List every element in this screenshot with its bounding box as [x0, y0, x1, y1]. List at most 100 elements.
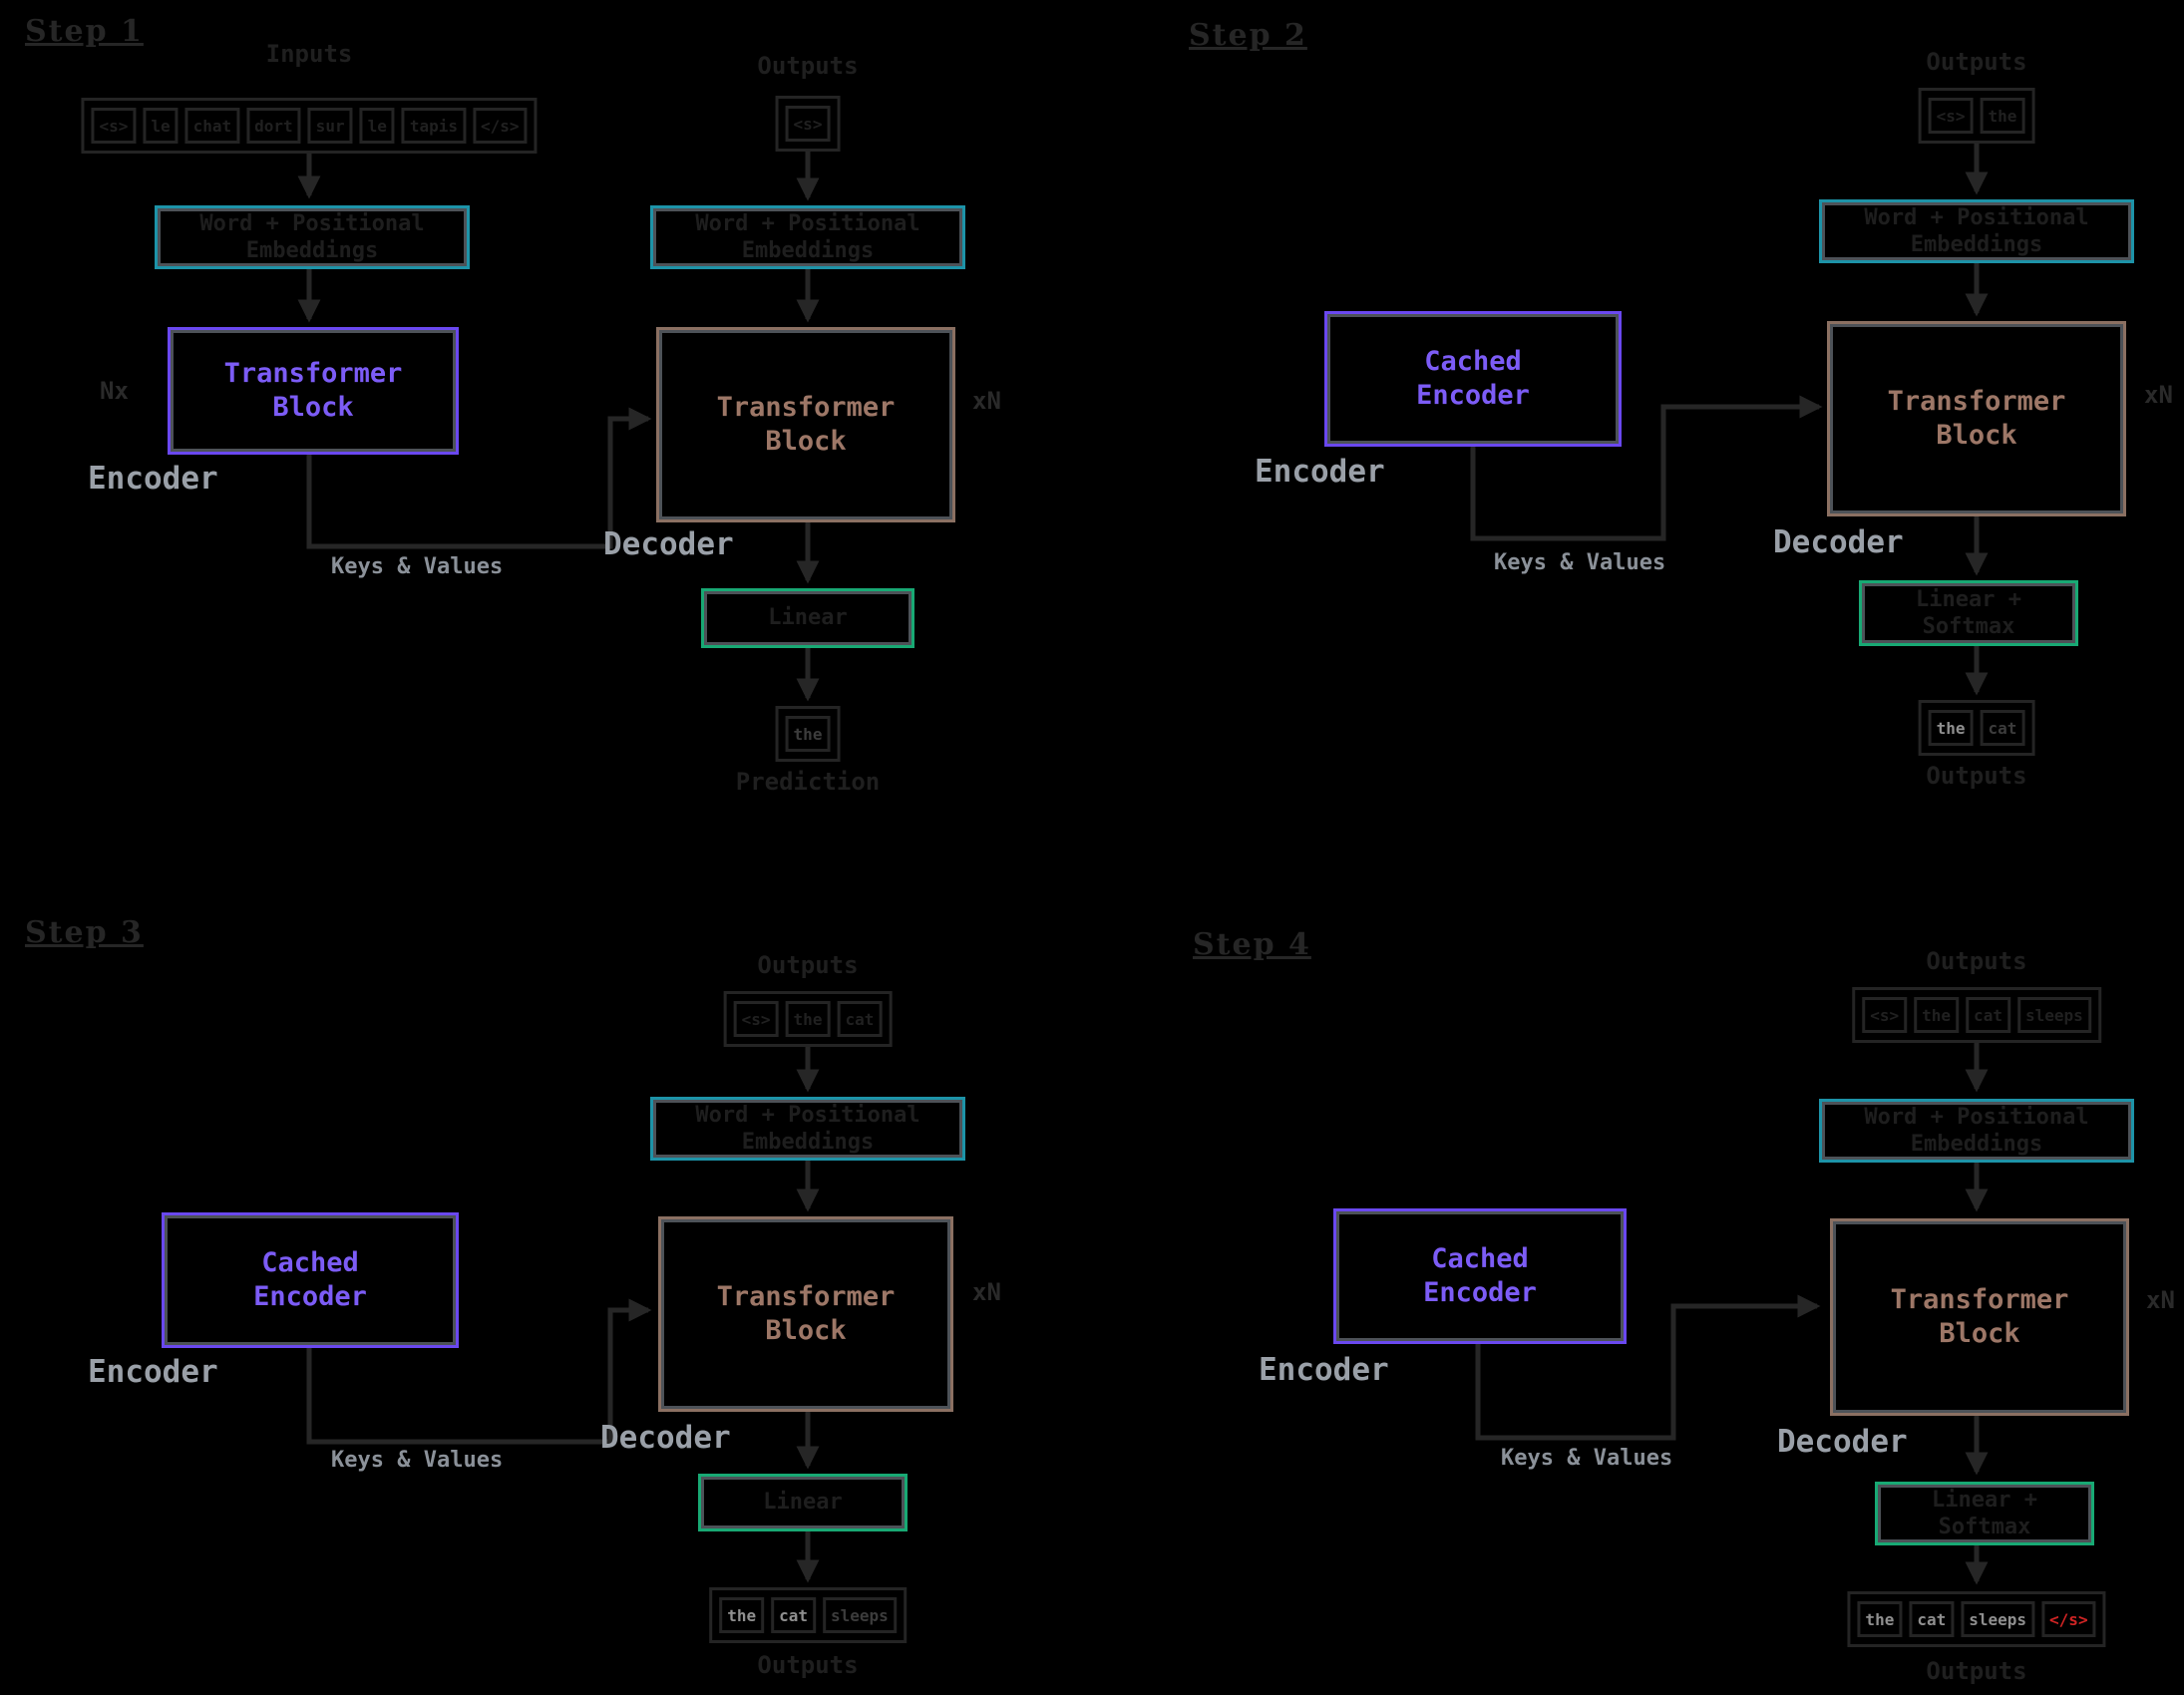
step1-decoder-embedding-box: Word + Positional Embeddings: [650, 205, 965, 269]
step1-decoder-mult-label: xN: [972, 387, 1001, 415]
input-token: le: [359, 108, 395, 144]
encoder-block-line2: Encoder: [253, 1281, 367, 1312]
head-label-line2: Softmax: [1922, 614, 2015, 639]
head-label-line2: Softmax: [1938, 1515, 2031, 1539]
step3-encoder-block-box: Cached Encoder: [162, 1212, 459, 1348]
step4-encoder-block-box: Cached Encoder: [1333, 1208, 1627, 1344]
encoder-block-line1: Transformer: [223, 358, 403, 390]
step1-encoder-block-box: Transformer Block: [168, 327, 459, 455]
encoder-block-line1: Cached: [261, 1247, 359, 1279]
step4-title: Step 4: [1193, 927, 1311, 962]
step4-decoder-mult-label: xN: [2146, 1286, 2175, 1314]
output-context-token: the: [1914, 997, 1960, 1033]
output-context-token: <s>: [785, 106, 831, 142]
step1-outputs-label: Outputs: [757, 52, 859, 80]
decoder-block-line1: Transformer: [716, 392, 896, 424]
step1-bottom-token-strip: the: [775, 706, 841, 762]
predicted-token: cat: [1909, 1601, 1955, 1637]
output-context-token: the: [785, 1001, 831, 1037]
step4-kv-label: Keys & Values: [1501, 1446, 1673, 1471]
step2-head-box: Linear + Softmax: [1859, 580, 2078, 646]
step2-encoder-block-box: Cached Encoder: [1324, 311, 1622, 447]
step1-top-token-strip: <s>: [775, 96, 841, 152]
input-token: <s>: [91, 108, 137, 144]
input-token: sur: [307, 108, 353, 144]
step1-encoder-mult-label: Nx: [100, 377, 129, 405]
input-token: </s>: [473, 108, 528, 144]
encoder-block-line1: Cached: [1424, 346, 1522, 378]
step1-bottom-label: Prediction: [735, 768, 881, 796]
encoder-block-line2: Block: [272, 392, 354, 423]
step2-decoder-mult-label: xN: [2144, 381, 2173, 409]
step2-kv-label: Keys & Values: [1494, 550, 1666, 575]
step4-bottom-label: Outputs: [1926, 1657, 2027, 1685]
step4-outputs-label: Outputs: [1926, 947, 2027, 975]
step3-decoder-block-box: Transformer Block: [658, 1216, 953, 1412]
step4-decoder-caption: Decoder: [1777, 1424, 1908, 1460]
step2-encoder-caption: Encoder: [1255, 454, 1385, 490]
step4-head-box: Linear + Softmax: [1875, 1482, 2094, 1545]
head-label-line1: Linear +: [1916, 586, 2021, 612]
decoder-block-line2: Block: [1936, 420, 2017, 451]
step2-bottom-label: Outputs: [1926, 762, 2027, 790]
step3-kv-label: Keys & Values: [331, 1448, 504, 1473]
embedding-label-line1: Word + Positional: [695, 1102, 920, 1128]
input-token: tapis: [401, 108, 467, 144]
predicted-token: the: [1928, 710, 1974, 746]
output-context-token: <s>: [1862, 997, 1908, 1033]
embedding-label-line2: Embeddings: [245, 238, 379, 263]
embedding-label-line2: Embeddings: [1910, 1132, 2043, 1157]
decoder-block-line2: Block: [1939, 1318, 2020, 1349]
output-context-token: <s>: [1928, 98, 1974, 134]
encoder-block-line2: Encoder: [1416, 380, 1530, 411]
predicted-token: cat: [1980, 710, 2025, 746]
step3-encoder-caption: Encoder: [88, 1354, 218, 1390]
embedding-label-line1: Word + Positional: [1864, 1104, 2089, 1130]
embedding-label-line2: Embeddings: [741, 1130, 875, 1155]
step1-decoder-caption: Decoder: [603, 526, 734, 562]
head-label-line1: Linear: [768, 605, 848, 631]
step4-decoder-block-box: Transformer Block: [1830, 1218, 2129, 1416]
embedding-label-line2: Embeddings: [1910, 232, 2043, 257]
output-context-token: cat: [1966, 997, 2010, 1033]
embedding-label-line1: Word + Positional: [695, 210, 920, 236]
step1-decoder-block-box: Transformer Block: [656, 327, 955, 522]
step2-title: Step 2: [1189, 18, 1307, 53]
step3-bottom-label: Outputs: [757, 1651, 859, 1679]
output-context-token: the: [1980, 98, 2025, 134]
step1-encoder-embedding-box: Word + Positional Embeddings: [155, 205, 470, 269]
embedding-label-line2: Embeddings: [741, 238, 875, 263]
input-token: le: [143, 108, 179, 144]
step2-decoder-block-box: Transformer Block: [1827, 321, 2126, 516]
decoder-block-line2: Block: [765, 1315, 847, 1346]
embedding-label-line1: Word + Positional: [199, 210, 425, 236]
encoder-block-line1: Cached: [1431, 1243, 1529, 1275]
decoder-block-line1: Transformer: [1890, 1284, 2069, 1316]
step1-kv-label: Keys & Values: [331, 554, 504, 579]
step3-decoder-mult-label: xN: [972, 1278, 1001, 1306]
step2-decoder-caption: Decoder: [1773, 524, 1904, 560]
step3-decoder-caption: Decoder: [600, 1420, 731, 1456]
decoder-block-line1: Transformer: [716, 1281, 896, 1313]
decoder-block-line2: Block: [765, 426, 847, 457]
output-context-token: cat: [837, 1001, 883, 1037]
output-context-token: sleeps: [2016, 997, 2091, 1033]
embedding-label-line1: Word + Positional: [1864, 204, 2089, 230]
step4-encoder-caption: Encoder: [1259, 1352, 1389, 1388]
step2-decoder-embedding-box: Word + Positional Embeddings: [1819, 199, 2134, 263]
step1-head-box: Linear: [701, 588, 914, 648]
head-label-line1: Linear +: [1932, 1487, 2037, 1513]
predicted-token: cat: [771, 1597, 817, 1633]
predicted-token: the: [1857, 1601, 1903, 1637]
predicted-token: the: [719, 1597, 765, 1633]
step3-decoder-embedding-box: Word + Positional Embeddings: [650, 1097, 965, 1161]
step1-encoder-caption: Encoder: [88, 461, 218, 497]
input-token: dort: [246, 108, 301, 144]
